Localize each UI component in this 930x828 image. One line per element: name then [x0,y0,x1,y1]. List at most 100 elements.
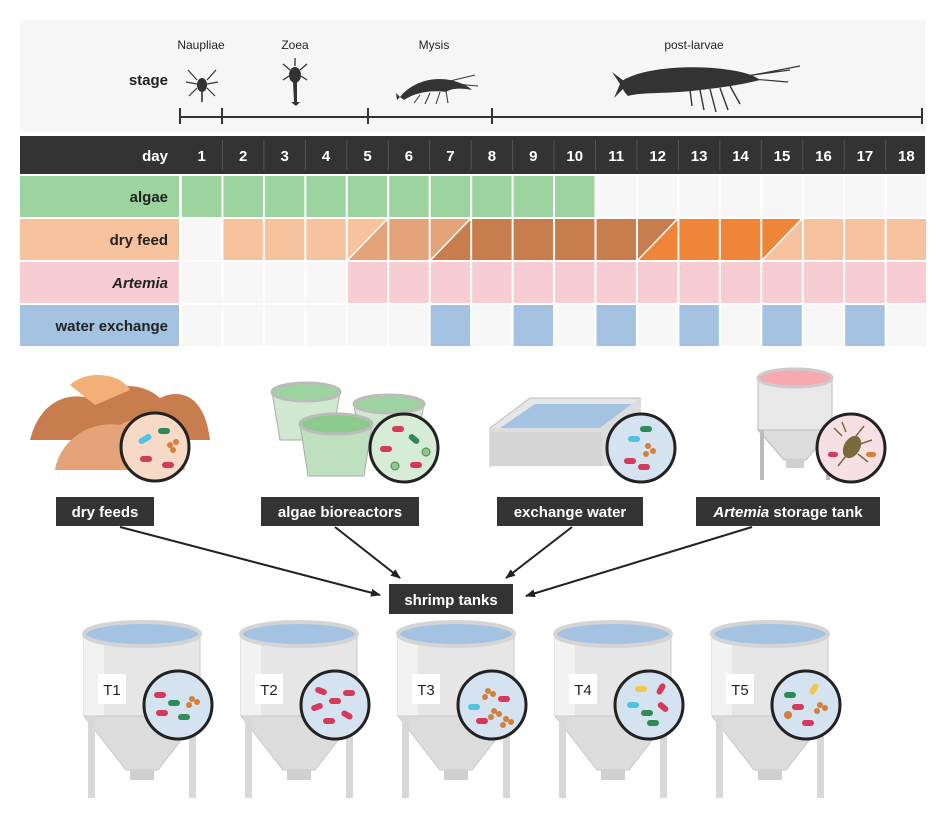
shrimp-tank-T4: T4 [553,620,685,798]
tank-microbe-lens [770,669,842,741]
arrow-water [505,526,573,579]
lens-circle [770,669,842,741]
microbe-cocci [485,688,491,694]
microbe-cocci [500,722,506,728]
shrimp-tank-T3: T3 [396,620,528,798]
cell-algae-day-6 [389,176,429,217]
cell-artemia-day-11 [596,262,636,303]
cell-dryfeed-day-11 [596,219,636,260]
day-number-6: 6 [405,148,413,165]
microbe-cocci [491,708,497,714]
row-label-algae: algae [130,189,168,206]
cell-dryfeed-day-14 [720,219,761,260]
day-number-5: 5 [363,148,371,165]
tank-id-T4: T4 [574,682,592,699]
cell-artemia-day-17 [845,262,885,303]
tank-water-surface [239,620,359,648]
tank-outlet [287,770,311,780]
microbe-rod [498,696,510,702]
cell-algae-day-2 [223,176,263,217]
cell-dryfeed-day-13 [679,219,719,260]
cell-algae-day-9 [513,176,554,217]
cell-water-day-18 [886,305,927,346]
tank-outlet [601,770,625,780]
cell-water-day-17 [845,305,885,346]
arrow-algae [334,526,401,579]
cell-dryfeed-day-2 [223,219,263,260]
tank-id-plate [412,674,440,704]
microbe-cocci [189,696,195,702]
microbe-rod [156,710,168,716]
microbe-rod [329,698,341,704]
microbe-rod [178,714,190,720]
microbe-rod [657,702,669,712]
cell-algae-day-3 [264,176,305,217]
cell-diagonal-dryfeed-day-15 [761,218,803,261]
tank-water-surface [396,620,516,648]
microbe-rod [641,710,653,716]
cell-water-day-9 [513,305,554,346]
cell-water-day-2 [223,305,263,346]
cell-artemia-day-8 [472,262,512,303]
shrimp-tank-T5: T5 [710,620,842,798]
cell-water-day-16 [803,305,844,346]
cell-water-day-7 [430,305,471,346]
lens-circle [613,669,685,741]
cell-algae-day-1 [182,176,222,217]
cell-artemia-day-5 [347,262,388,303]
shrimp-tanks-label: shrimp tanks [404,592,497,609]
shrimp-tank-T2: T2 [239,620,371,798]
cell-dryfeed-day-3 [264,219,305,260]
day-number-14: 14 [732,148,749,165]
day-number-15: 15 [774,148,791,165]
day-number-17: 17 [857,148,874,165]
day-number-9: 9 [529,148,537,165]
storage-tank-word: storage tank [769,504,863,521]
cell-diagonal-dryfeed-day-7 [430,218,471,261]
cell-dryfeed-day-10 [555,219,595,260]
day-number-1: 1 [198,148,206,165]
cell-artemia-day-12 [637,262,678,303]
day-number-2: 2 [239,148,247,165]
cell-algae-day-13 [679,176,719,217]
stage-name-zoea: Zoea [281,38,309,52]
lens-circle [299,669,371,741]
source-label-exchange-water-text: exchange water [514,504,627,521]
microbe-rod [647,720,659,726]
cell-artemia-day-2 [223,262,263,303]
tank-water-surface [82,620,202,648]
day-number-10: 10 [566,148,583,165]
day-number-16: 16 [815,148,832,165]
cell-algae-day-17 [845,176,885,217]
post-larvae-icon [612,65,801,113]
artemia-storage-tank-icon [756,367,834,480]
shrimp-tank-T1: T1 [82,620,214,798]
microbe-rod [343,690,355,696]
cell-artemia-day-7 [430,262,471,303]
tank-leg-right [660,716,667,798]
cell-water-day-3 [264,305,305,346]
cell-artemia-day-1 [182,262,222,303]
cell-algae-day-8 [472,176,512,217]
stage-name-post-larvae: post-larvae [664,38,724,52]
day-header-label: day [142,148,169,165]
cell-water-day-8 [472,305,512,346]
microbe-cocci [817,702,823,708]
row-label-dryfeed: dry feed [110,232,168,249]
tank-id-plate [255,674,283,704]
tank-water-surface [553,620,673,648]
microbe-cocci [508,719,514,725]
source-label-exchange-water: exchange water [497,497,643,526]
tank-leg-right [817,716,824,798]
day-header-bar [20,136,925,174]
cell-algae-day-16 [803,176,844,217]
tank-microbe-lens [299,669,371,741]
artemia-lens [815,412,887,484]
artemia-italic-word: Artemia [712,504,769,521]
row-label-cell-dryfeed [20,219,179,260]
microbe-rod [468,704,480,710]
microbe-rod [168,700,180,706]
microbe-cocci [503,716,509,722]
